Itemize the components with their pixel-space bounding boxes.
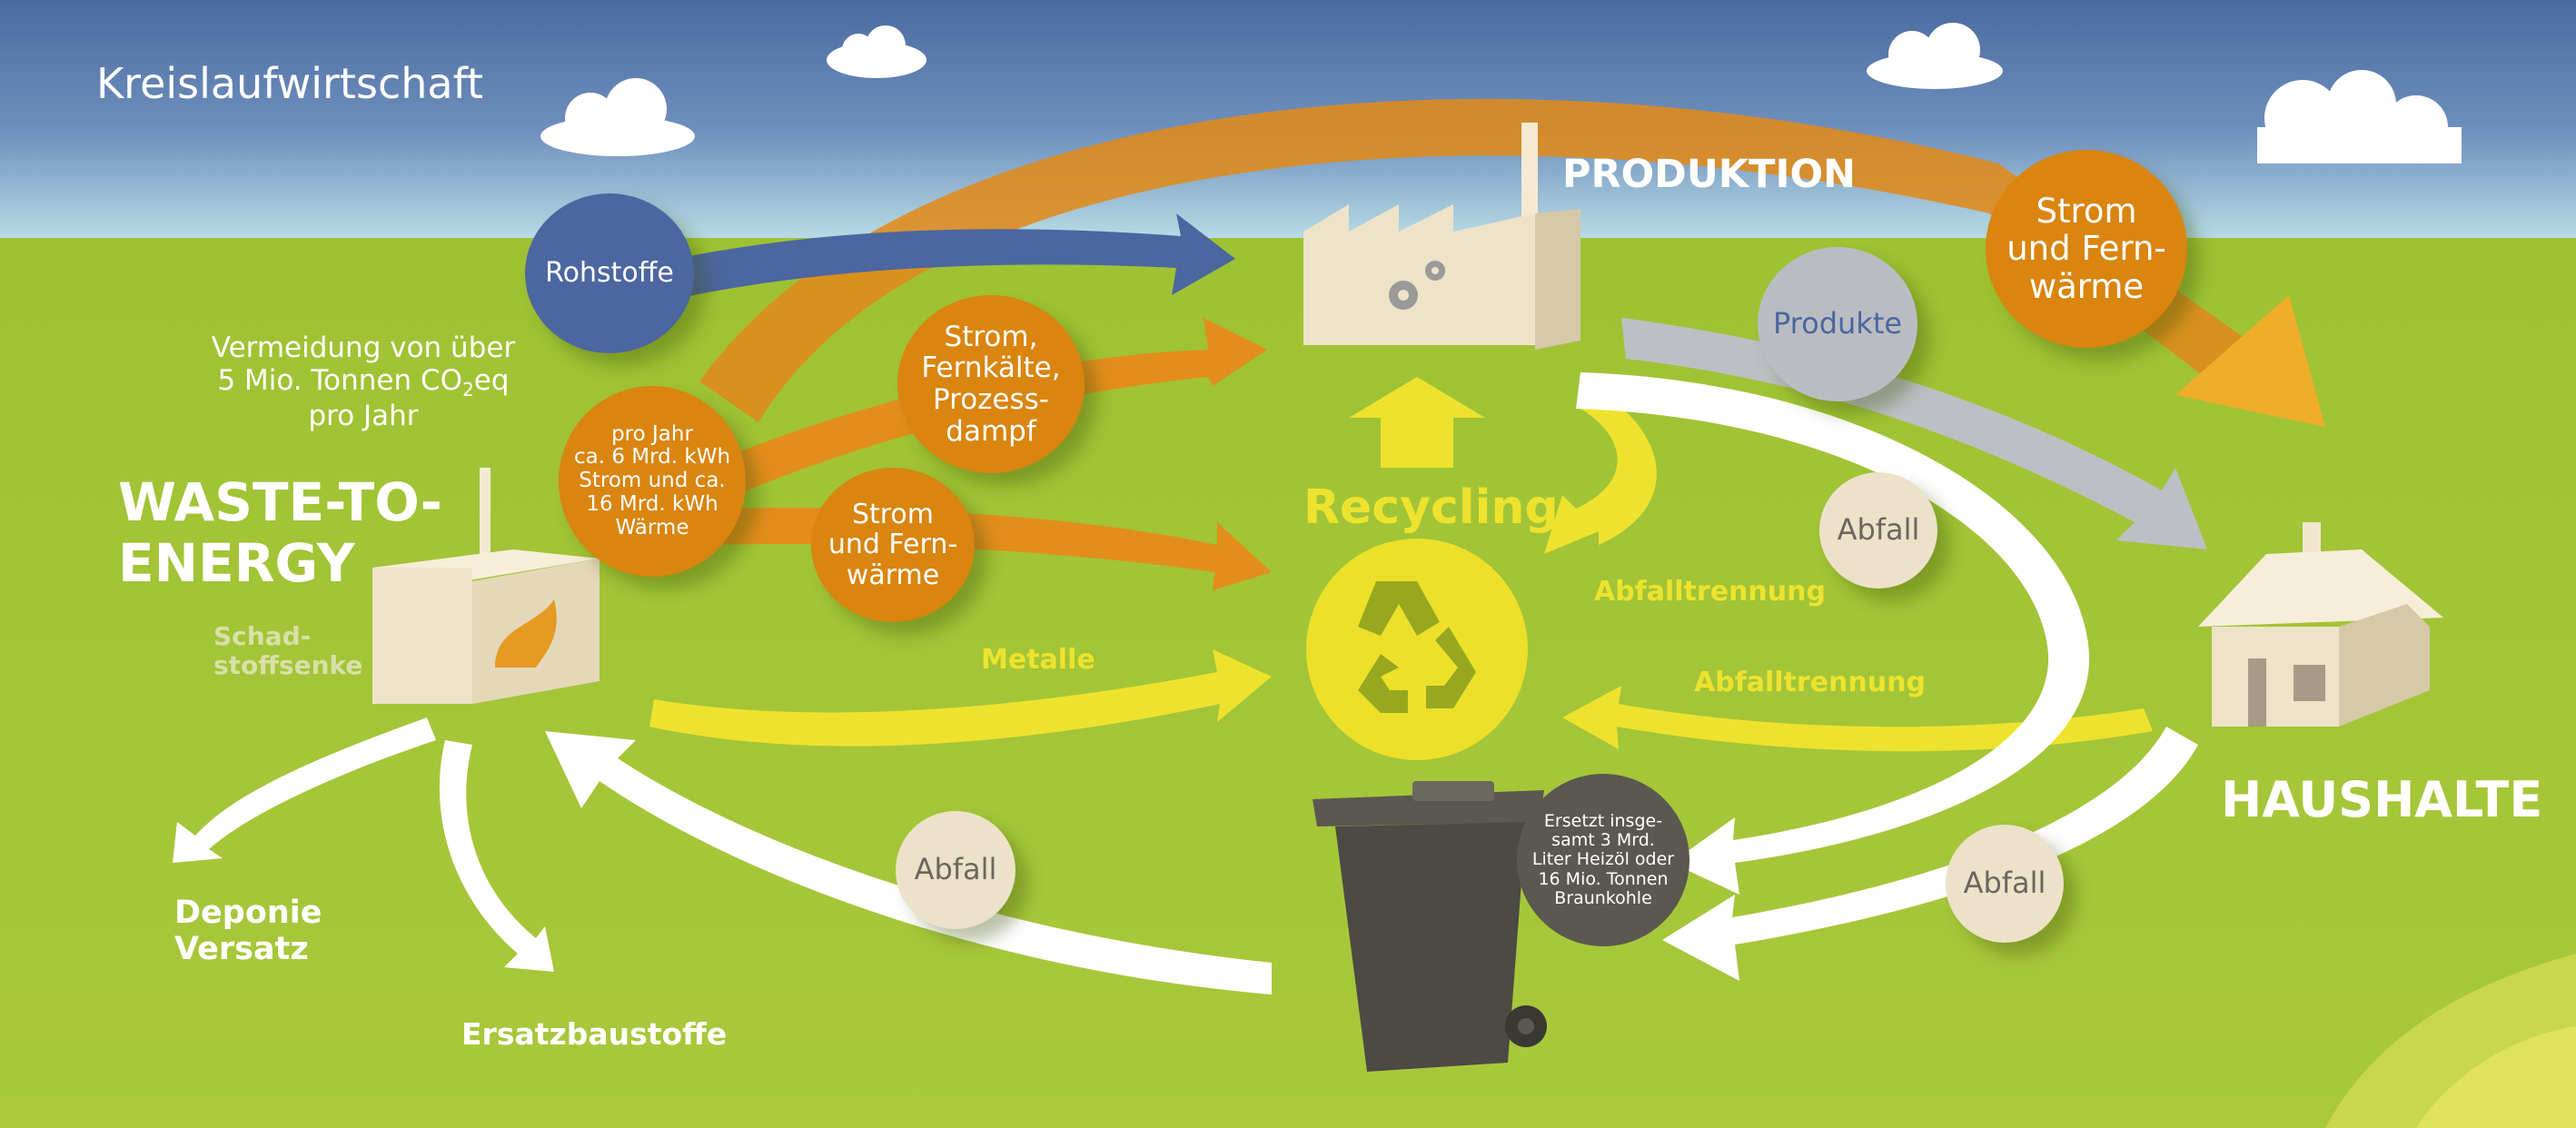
factory-icon	[1303, 123, 1580, 350]
power-heat-circle-right: Strom und Fern- wärme	[1986, 150, 2187, 348]
recycling-up-arrow	[1349, 377, 1485, 468]
waste-sorting-label-bottom: Abfalltrennung	[1694, 667, 1926, 698]
energy-arc-arrow	[699, 98, 2280, 422]
recycling-label: Recycling	[1303, 480, 1559, 535]
waste-arrow-outer	[1662, 727, 2198, 981]
cloud-icon	[827, 25, 926, 78]
recycling-icon	[1358, 581, 1476, 713]
waste-to-wte-arrow	[545, 731, 1272, 994]
waste-text-left: Abfall	[914, 852, 997, 887]
co2-subscript: 2	[462, 378, 474, 401]
energy-arc-arrowhead	[2175, 295, 2325, 427]
waste-text-bottom-right: Abfall	[1963, 866, 2046, 901]
annual-energy-circle: pro Jahr ca. 6 Mrd. kWh Strom und ca. 16…	[559, 386, 746, 577]
waste-arrow-inner	[1576, 372, 2090, 895]
house-icon	[2198, 522, 2443, 727]
co2-line-b: eq pro Jahr	[308, 363, 510, 432]
sorting-arrow-bottom	[1562, 686, 2153, 752]
production-label: PRODUKTION	[1562, 152, 1856, 197]
waste-circle-left: Abfall	[896, 811, 1016, 929]
power-cooling-steam-circle: Strom, Fernkälte, Prozess- dampf	[897, 295, 1085, 473]
diagram-title: Kreislaufwirtschaft	[96, 59, 483, 108]
raw-materials-text: Rohstoffe	[545, 257, 674, 290]
landfill-arrow	[173, 717, 436, 863]
annual-energy-text: pro Jahr ca. 6 Mrd. kWh Strom und ca. 16…	[573, 421, 731, 539]
waste-text-right: Abfall	[1837, 512, 1920, 548]
power-cooling-steam-text: Strom, Fernkälte, Prozess- dampf	[921, 320, 1061, 448]
flame-icon	[495, 599, 557, 668]
pollutant-sink-label: Schad- stoffsenke	[213, 621, 363, 681]
products-text: Produkte	[1772, 306, 1903, 341]
metals-label: Metalle	[981, 644, 1095, 676]
sorting-arrow-top	[1544, 391, 1657, 554]
waste-sorting-label-top: Abfalltrennung	[1594, 576, 1826, 608]
products-arrow	[1621, 318, 2207, 549]
metal-arrow	[649, 649, 1272, 747]
cloud-icon	[1867, 23, 2003, 89]
gear-icon	[1389, 261, 1445, 310]
replacement-fact-text: Ersetzt insge- samt 3 Mrd. Liter Heizöl …	[1531, 810, 1675, 908]
cloud-icon	[540, 78, 695, 156]
co2-line-a: Vermeidung von über 5 Mio. Tonnen CO	[211, 331, 516, 397]
products-circle: Produkte	[1758, 247, 1917, 401]
power-heat-text-left: Strom und Fern- wärme	[827, 498, 958, 591]
replacement-fact-circle: Ersetzt insge- samt 3 Mrd. Liter Heizöl …	[1517, 774, 1689, 946]
recycling-circle	[1306, 539, 1528, 760]
co2-avoidance-label: Vermeidung von über 5 Mio. Tonnen CO2eq …	[191, 331, 536, 432]
building-material-arrow	[439, 740, 554, 972]
substitute-materials-label: Ersatzbaustoffe	[461, 1016, 728, 1052]
landfill-label: Deponie Versatz	[174, 895, 322, 968]
waste-circle-right: Abfall	[1819, 472, 1937, 589]
power-heat-circle-left: Strom und Fern- wärme	[811, 468, 975, 622]
waste-bin-icon	[1313, 781, 1547, 1072]
power-heat-text-right: Strom und Fern- wärme	[2006, 191, 2166, 306]
households-label: HAUSHALTE	[2221, 771, 2543, 828]
raw-materials-circle: Rohstoffe	[525, 193, 694, 353]
waste-to-energy-label: WASTE-TO- ENERGY	[118, 471, 442, 594]
corner-swirl-2	[2416, 1026, 2576, 1128]
raw-material-arrow	[654, 213, 1235, 300]
waste-circle-bottom-right: Abfall	[1946, 825, 2064, 943]
cloud-icon	[2257, 70, 2462, 163]
